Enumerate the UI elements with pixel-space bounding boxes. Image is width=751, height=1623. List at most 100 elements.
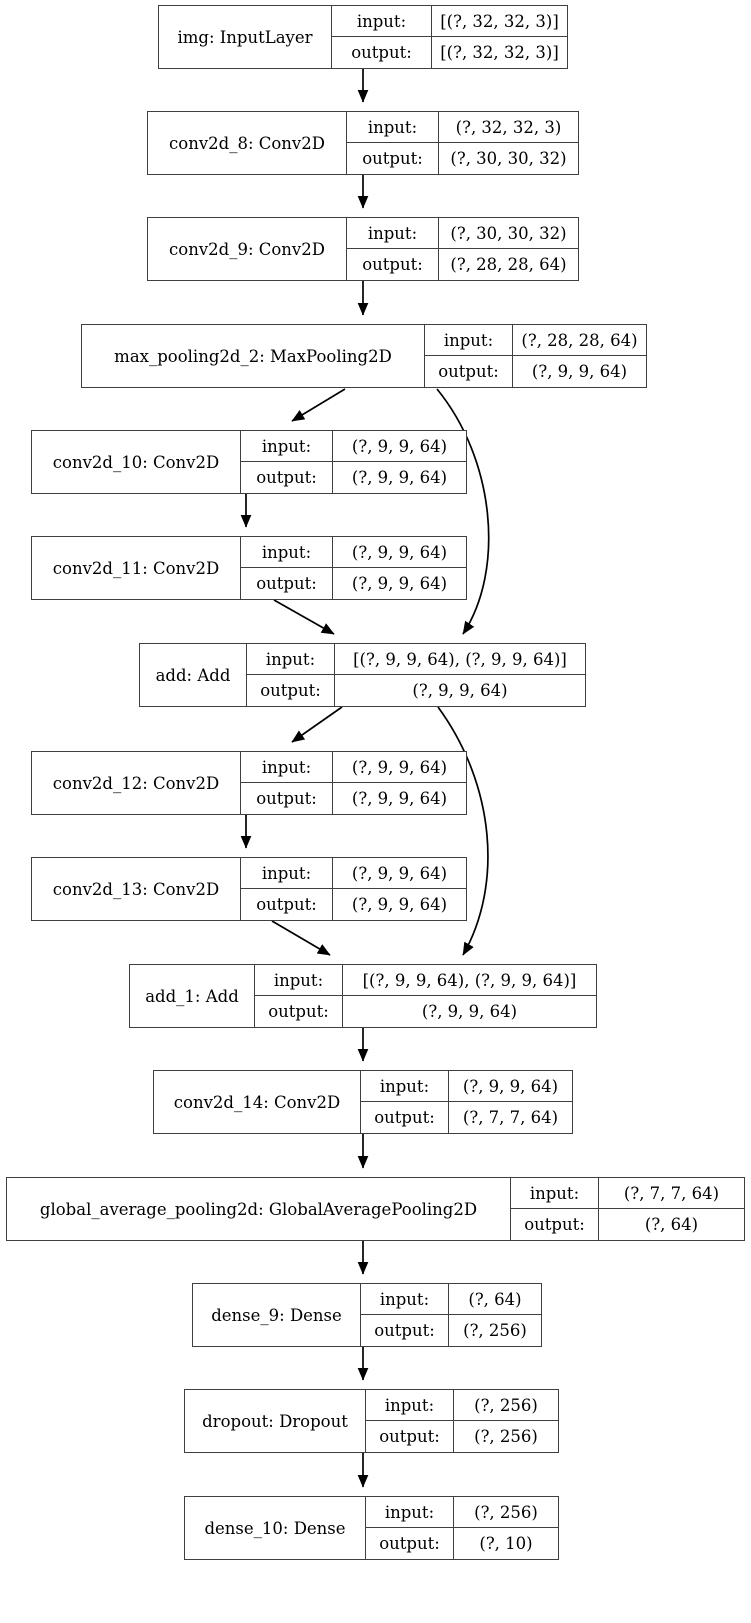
output-shape: (?, 30, 30, 32) xyxy=(450,149,567,168)
input-row: input:(?, 9, 9, 64) xyxy=(241,752,466,783)
io-table: input:(?, 256)output:(?, 256) xyxy=(365,1390,558,1452)
output-label: output: xyxy=(241,783,333,814)
input-label: input: xyxy=(247,644,335,674)
input-shape: (?, 64) xyxy=(468,1289,522,1309)
layer-name: conv2d_11: Conv2D xyxy=(52,558,220,578)
output-shape: (?, 7, 7, 64) xyxy=(462,1108,559,1127)
input-row: input:[(?, 32, 32, 3)] xyxy=(332,6,567,37)
io-table: input: [(?, 9, 9, 64), (?, 9, 9, 64)] outp… xyxy=(246,644,585,706)
layer-name: dropout: Dropout xyxy=(202,1411,348,1431)
input-label: input: xyxy=(255,965,343,995)
output-row: output: (?, 9, 9, 64) xyxy=(241,889,466,920)
output-shape: (?, 28, 28, 64) xyxy=(450,255,567,274)
input-label: input: xyxy=(511,1178,599,1208)
output-shape: (?, 9, 9, 64) xyxy=(412,681,508,700)
edge-max_pooling2d_2-to-conv2d_10 xyxy=(291,388,346,422)
input-label: input: xyxy=(361,1071,449,1101)
input-row: input:(?, 64) xyxy=(361,1284,541,1315)
layer-name: conv2d_14: Conv2D xyxy=(173,1092,341,1112)
io-table: input:[(?, 32, 32, 3)]output: [(?, 32, 32… xyxy=(331,6,567,68)
layer-name: add: Add xyxy=(155,665,231,685)
layer-node-dense_10[interactable]: dense_10: Dense input:(?, 256)output: (?, … xyxy=(184,1496,559,1560)
layer-name: add_1: Add xyxy=(145,986,239,1006)
layer-node-conv2d_14[interactable]: conv2d_14: Conv2D input:(?, 9, 9, 64)outp… xyxy=(153,1070,573,1134)
output-label: output: xyxy=(366,1421,454,1452)
input-row: input: (?, 32, 32, 3) xyxy=(347,112,578,143)
input-row: input: (?, 28, 28, 64) xyxy=(425,325,646,356)
output-shape: (?, 9, 9, 64) xyxy=(421,1002,518,1021)
io-table: input:(?, 30, 30, 32)output:(?, 28, 28, … xyxy=(346,218,578,280)
input-shape: (?, 30, 30, 32) xyxy=(450,223,567,243)
io-table: input:(?, 9, 9, 64)output:(?, 7, 7, 64) xyxy=(360,1071,572,1133)
layer-node-global_average_pooling2d[interactable]: global_average_pooling2d: GlobalAverageP… xyxy=(6,1177,745,1241)
layer-name: conv2d_8: Conv2D xyxy=(169,133,325,153)
layer-node-conv2d_10[interactable]: conv2d_10: Conv2D input:(?, 9, 9, 64)outp… xyxy=(31,430,467,494)
input-shape: [(?, 9, 9, 64), (?, 9, 9, 64)] xyxy=(353,649,567,669)
input-row: input:(?, 256) xyxy=(366,1497,558,1528)
layer-node-max_pooling2d_2[interactable]: max_pooling2d_2: MaxPooling2D input: (?, 2… xyxy=(81,324,647,388)
io-table: input:(?, 9, 9, 64)output:(?, 9, 9, 64) xyxy=(240,537,466,599)
io-table: input:(?, 28, 28, 64)output:(?, 9, 9, 64… xyxy=(424,325,646,387)
output-row: output:(?, 9, 9, 64) xyxy=(247,675,585,706)
io-table: input:(?, 9, 9, 64)output: (?, 9, 9, 64) xyxy=(240,431,466,493)
io-table: input:(?, 7, 7, 64)output:(?, 64) xyxy=(510,1178,744,1240)
input-shape: (?, 32, 32, 3) xyxy=(455,117,562,137)
input-shape: [(?, 9, 9, 64), (?, 9, 9, 64)] xyxy=(362,970,577,990)
layer-name: dense_9: Dense xyxy=(211,1305,342,1325)
input-shape: (?, 9, 9, 64) xyxy=(351,436,448,456)
output-label: output: xyxy=(332,37,432,68)
input-shape: [(?, 32, 32, 3)] xyxy=(440,11,559,31)
output-row: output: (?, 256) xyxy=(366,1421,558,1452)
output-label: output: xyxy=(255,996,343,1027)
output-shape: (?, 9, 9, 64) xyxy=(351,574,448,593)
output-label: output: xyxy=(241,462,333,493)
layer-name: max_pooling2d_2: MaxPooling2D xyxy=(114,346,392,366)
output-shape: (?, 256) xyxy=(474,1427,538,1446)
layer-node-add[interactable]: add: Add input: [(?, 9, 9, 64), (?, 9, 9, … xyxy=(139,643,586,707)
input-shape: (?, 256) xyxy=(474,1395,538,1415)
io-table: input:(?, 9, 9, 64)output:(?, 9, 9, 64) xyxy=(240,752,466,814)
io-table: input:(?, 64)output: (?, 256) xyxy=(360,1284,541,1346)
output-row: output:(?, 9, 9, 64) xyxy=(241,783,466,814)
input-row: input:(?, 9, 9, 64) xyxy=(241,431,466,462)
output-shape: (?, 256) xyxy=(463,1321,527,1340)
input-row: input: [(?, 9, 9, 64), (?, 9, 9, 64)] xyxy=(247,644,585,675)
output-shape: (?, 9, 9, 64) xyxy=(351,895,448,914)
input-label: input: xyxy=(425,325,513,355)
layer-node-dense_9[interactable]: dense_9: Dense input:(?, 64)output: (?, 25… xyxy=(192,1283,542,1347)
edge-add-to-conv2d_12 xyxy=(291,706,343,743)
output-label: output: xyxy=(366,1528,454,1559)
input-shape: (?, 7, 7, 64) xyxy=(623,1183,720,1203)
output-label: output: xyxy=(361,1315,449,1346)
edge-conv2d_11-to-add xyxy=(273,599,335,635)
io-table: input:(?, 32, 32, 3)output:(?, 30, 30, 3… xyxy=(346,112,578,174)
layer-name: dense_10: Dense xyxy=(204,1518,346,1538)
output-shape: (?, 10) xyxy=(479,1534,533,1553)
input-shape: (?, 28, 28, 64) xyxy=(521,330,638,350)
input-shape: (?, 9, 9, 64) xyxy=(351,757,448,777)
input-label: input: xyxy=(347,112,439,142)
output-row: output: (?, 256) xyxy=(361,1315,541,1346)
layer-node-add_1[interactable]: add_1: Add input: [(?, 9, 9, 64), (?, 9, 9… xyxy=(129,964,597,1028)
io-table: input:(?, 256)output: (?, 10) xyxy=(365,1497,558,1559)
output-label: output: xyxy=(241,889,333,920)
output-shape: [(?, 32, 32, 3)] xyxy=(440,43,559,62)
output-row: output: (?, 9, 9, 64) xyxy=(241,568,466,599)
output-row: output:(?, 28, 28, 64) xyxy=(347,249,578,280)
output-label: output: xyxy=(511,1209,599,1240)
layer-name: conv2d_10: Conv2D xyxy=(52,452,220,472)
input-shape: (?, 9, 9, 64) xyxy=(351,542,448,562)
io-table: input: [(?, 9, 9, 64), (?, 9, 9, 64)] outp… xyxy=(254,965,596,1027)
layer-name: conv2d_13: Conv2D xyxy=(52,879,220,899)
input-row: input:(?, 30, 30, 32) xyxy=(347,218,578,249)
layer-name: global_average_pooling2d: GlobalAverageP… xyxy=(39,1199,478,1219)
output-label: output: xyxy=(241,568,333,599)
